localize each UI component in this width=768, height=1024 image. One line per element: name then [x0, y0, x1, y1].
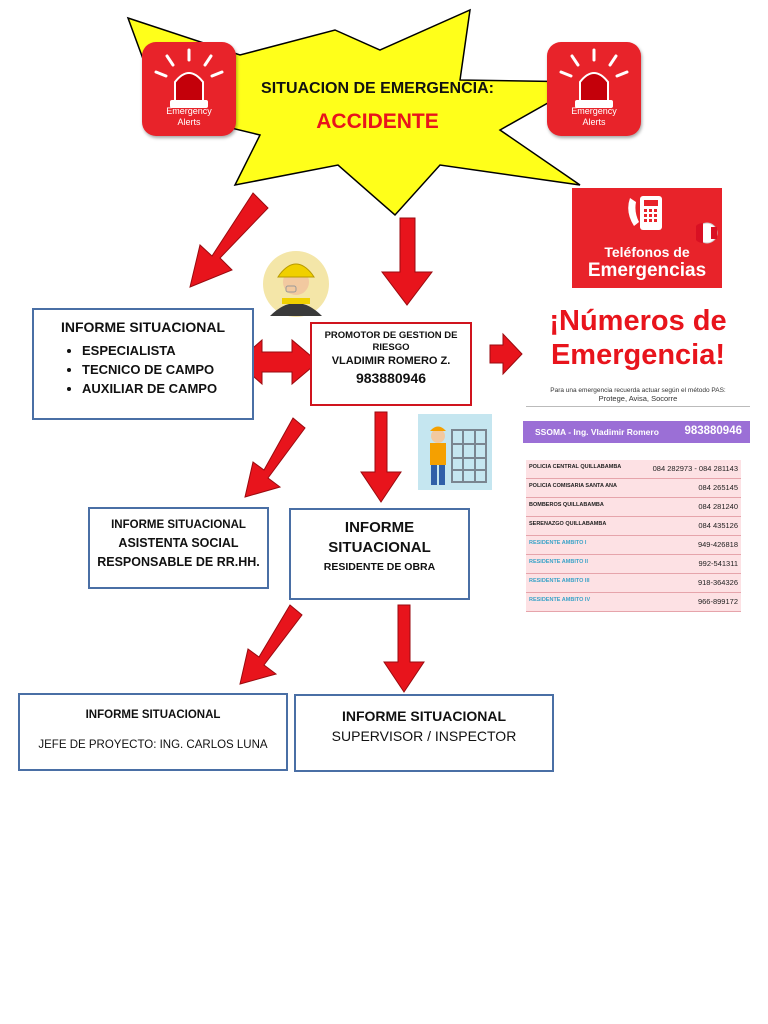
informe-box-jefe: INFORME SITUACIONAL JEFE DE PROYECTO: IN… — [18, 693, 288, 771]
box-title: INFORME SITUACIONAL — [341, 708, 507, 724]
emergency-burst — [126, 8, 588, 217]
ssoma-phone: 983880946 — [684, 425, 742, 437]
promotor-line1: PROMOTOR DE GESTION DE — [324, 330, 458, 341]
arrow-right — [489, 332, 523, 376]
list-item: ESPECIALISTA — [82, 341, 252, 360]
numeros-title-line2: Emergencia! — [550, 339, 726, 371]
arrow-down-left — [239, 604, 303, 685]
numeros-title-line1: ¡Números de — [549, 305, 727, 337]
informe-box-especialista: INFORME SITUACIONAL ESPECIALISTA TECNICO… — [32, 308, 254, 420]
table-row: SERENAZGO QUILLABAMBA 084 435126 — [526, 517, 741, 536]
table-row: RESIDENTE AMBITO II 992-541311 — [526, 555, 741, 574]
box-title: INFORME SITUACIONAL — [85, 709, 221, 721]
table-row: BOMBEROS QUILLABAMBA 084 281240 — [526, 498, 741, 517]
box-line: RESPONSABLE DE RR.HH. — [97, 555, 260, 569]
promotor-box: PROMOTOR DE GESTION DE RIESGO VLADIMIR R… — [310, 322, 472, 406]
siren-icon: Emergency Alerts — [142, 42, 236, 136]
box-title-line1: INFORME — [344, 519, 415, 536]
alert-icon-label: Emergency Alerts — [166, 106, 212, 127]
box-title-line2: SITUACIONAL — [328, 539, 431, 556]
list-item: AUXILIAR DE CAMPO — [82, 379, 252, 398]
role-list: ESPECIALISTA TECNICO DE CAMPO AUXILIAR D… — [34, 341, 252, 398]
table-row: RESIDENTE AMBITO III 918-364326 — [526, 574, 741, 593]
promotor-line2: RIESGO — [372, 342, 410, 353]
alert-icon-label: Emergency Alerts — [571, 106, 617, 127]
box-line: SUPERVISOR / INSPECTOR — [331, 728, 517, 744]
peru-flag-icon — [696, 222, 718, 244]
ssoma-bar: SSOMA - Ing. Vladimir Romero 983880946 — [523, 421, 750, 443]
arrow-down-left — [189, 192, 269, 288]
banner-line2: Emergencias — [587, 260, 707, 281]
box-line: ASISTENTA SOCIAL — [118, 536, 239, 550]
header-line1: SITUACION DE EMERGENCIA: — [261, 80, 494, 97]
header-line2: ACCIDENTE — [316, 110, 439, 133]
numeros-instruction-line2: Protege, Avisa, Socorre — [598, 394, 678, 403]
box-line: JEFE DE PROYECTO: ING. CARLOS LUNA — [38, 739, 268, 751]
banner-line1: Teléfonos de — [604, 244, 690, 260]
arrow-down — [383, 604, 425, 693]
table-row: POLICIA CENTRAL QUILLABAMBA 084 282973 -… — [526, 460, 741, 479]
table-row: RESIDENTE AMBITO IV 966-899172 — [526, 593, 741, 612]
list-item: TECNICO DE CAMPO — [82, 360, 252, 379]
promotor-name: VLADIMIR ROMERO Z. — [331, 355, 451, 367]
scaffold-worker-icon — [418, 414, 492, 490]
arrow-down — [360, 411, 402, 503]
phone-icon — [628, 196, 662, 230]
box-subtitle: RESIDENTE DE OBRA — [323, 561, 436, 573]
siren-icon: Emergency Alerts — [547, 42, 641, 136]
ssoma-label: SSOMA - Ing. Vladimir Romero — [535, 427, 659, 437]
table-row: POLICIA COMISARIA SANTA ANA 084 265145 — [526, 479, 741, 498]
worker-icon — [263, 251, 329, 317]
arrow-down-left — [244, 417, 306, 498]
table-row: RESIDENTE AMBITO I 949-426818 — [526, 536, 741, 555]
informe-box-residente: INFORME SITUACIONAL RESIDENTE DE OBRA — [289, 508, 470, 600]
arrow-down — [380, 217, 434, 306]
informe-box-social: INFORME SITUACIONAL ASISTENTA SOCIAL RES… — [88, 507, 269, 589]
telefonos-banner: Teléfonos de Emergencias — [572, 188, 722, 288]
promotor-phone: 983880946 — [355, 370, 427, 386]
numeros-divider — [526, 406, 750, 407]
numeros-instruction-line1: Para una emergencia recuerda actuar segú… — [550, 387, 726, 394]
informe-box-supervisor: INFORME SITUACIONAL SUPERVISOR / INSPECT… — [294, 694, 554, 772]
box-title: INFORME SITUACIONAL — [60, 319, 226, 335]
box-title: INFORME SITUACIONAL — [111, 519, 246, 531]
